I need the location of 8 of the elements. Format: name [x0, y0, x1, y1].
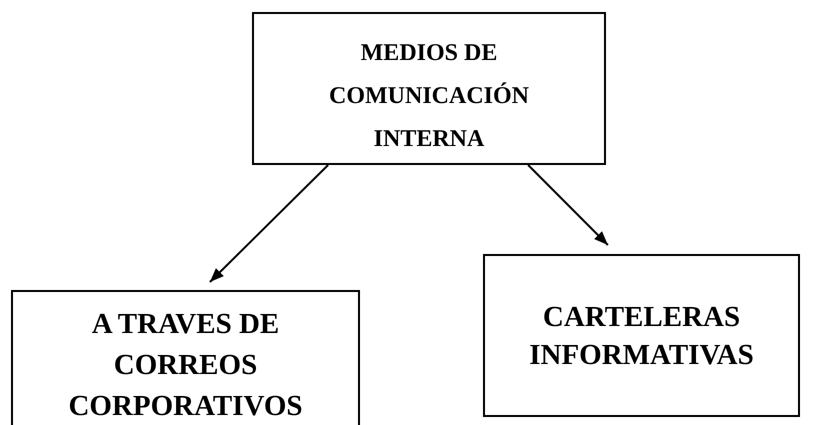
process-box: [252, 12, 606, 165]
process-box: [483, 254, 800, 417]
arrow: [527, 164, 609, 246]
box-label: A TRAVES DE CORREOS CORPORATIVOS: [67, 307, 304, 424]
arrow: [209, 164, 329, 283]
process-box: [11, 290, 360, 425]
box-label: MEDIOS DE COMUNICACIÓN INTERNA: [328, 39, 530, 154]
box-label: CARTELERAS INFORMATIVAS: [528, 300, 755, 372]
